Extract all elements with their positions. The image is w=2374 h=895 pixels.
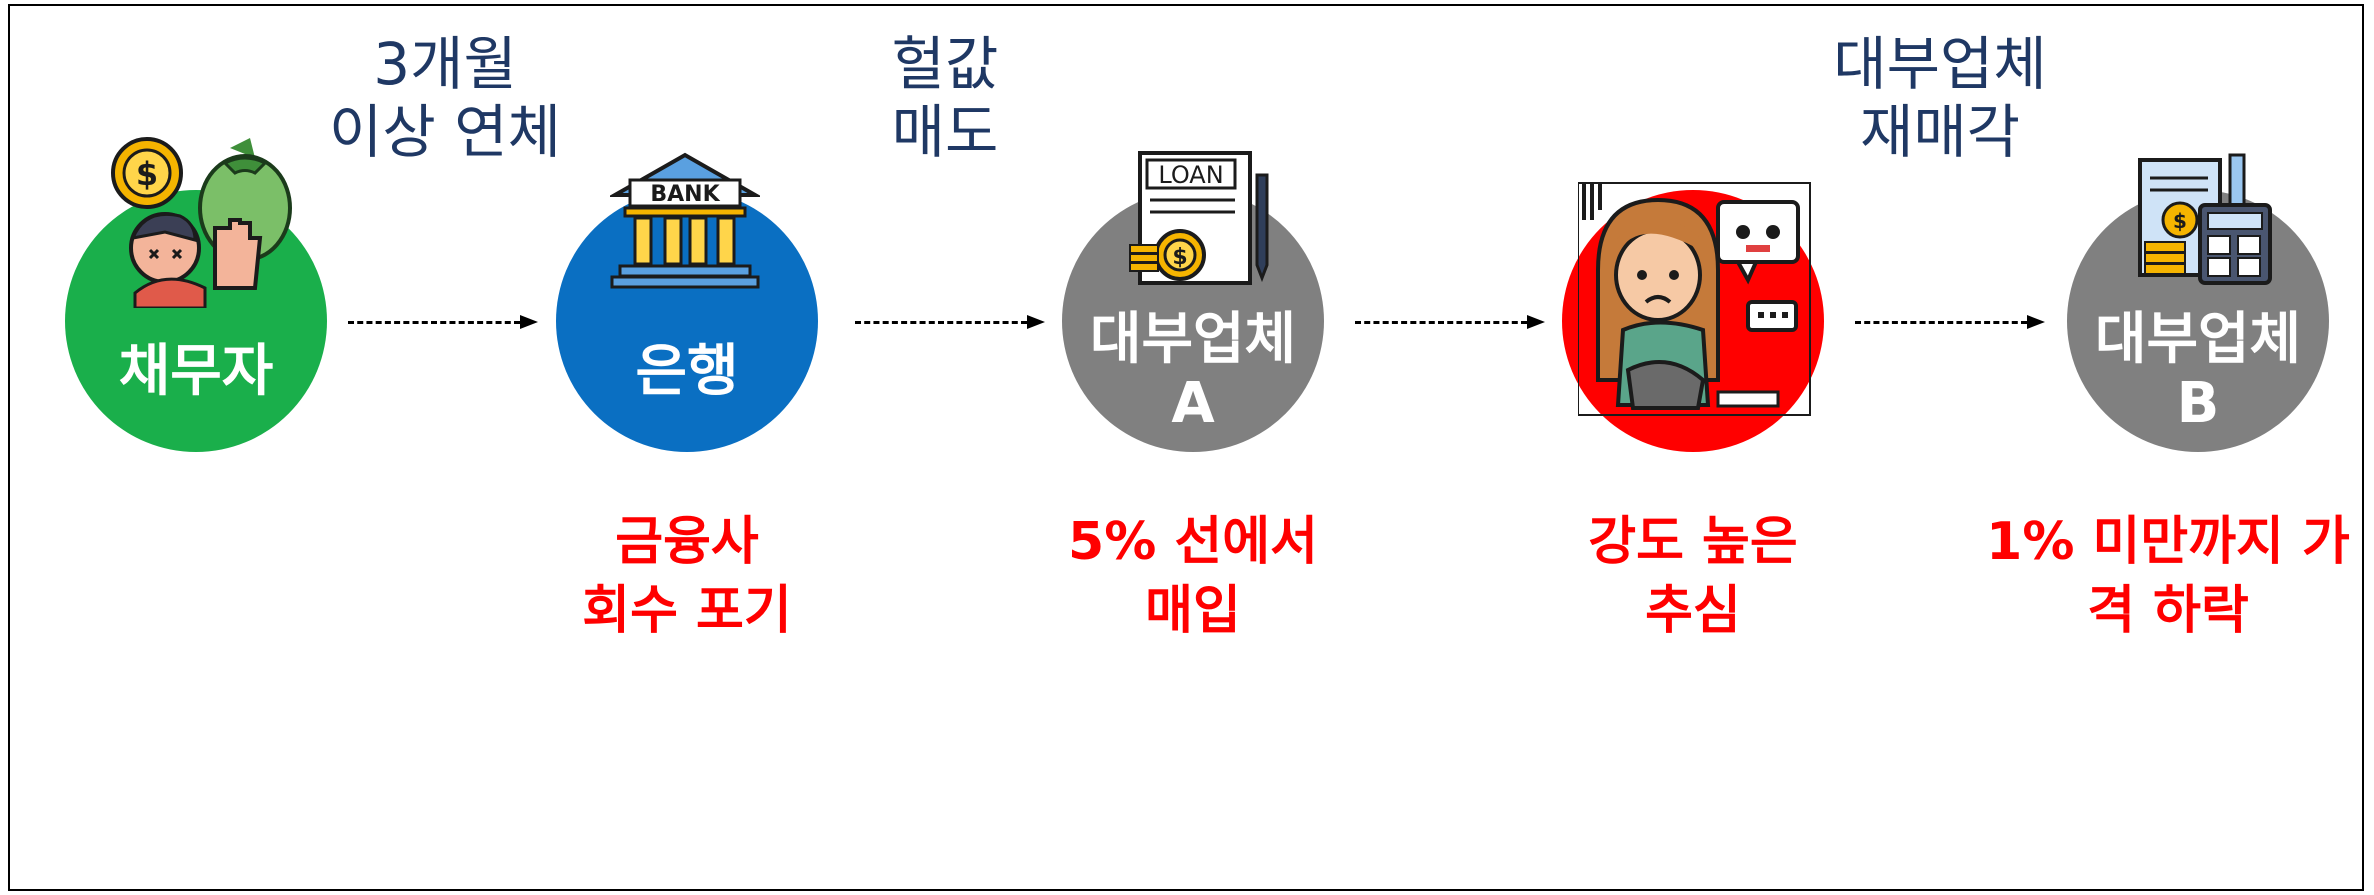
note-lender-b-line1: 1% 미만까지 가: [1986, 512, 2350, 572]
bank-label: 은행: [635, 339, 739, 404]
harassed-woman-icon: [1578, 182, 1811, 416]
debtor-label: 채무자: [118, 339, 274, 404]
svg-text:$: $: [2173, 209, 2187, 233]
flow-arrow-3: [1355, 315, 1545, 329]
loan-document-icon: LOAN $: [1129, 151, 1269, 285]
step-caption-resale-line2: 재매각: [1859, 98, 2021, 167]
step-caption-resale: 대부업체 재매각: [1800, 30, 2080, 167]
flow-arrow-4: [1855, 315, 2045, 329]
flow-arrow-1: [348, 315, 538, 329]
step-caption-overdue: 3개월 이상 연체: [300, 30, 590, 167]
calculator-coins-icon: $: [2138, 153, 2272, 285]
stressed-debtor-icon: $: [111, 137, 292, 308]
step-caption-overdue-line1: 3개월: [373, 30, 517, 98]
note-lender-a: 5% 선에서 매입: [1033, 508, 1353, 645]
note-bank-line2: 회수 포기: [582, 580, 792, 641]
arrow-head-icon: [1527, 315, 1545, 329]
flow-arrow-2: [855, 315, 1045, 329]
note-lender-a-line2: 매입: [1145, 580, 1241, 641]
svg-text:LOAN: LOAN: [1158, 161, 1223, 189]
arrow-head-icon: [520, 315, 538, 329]
bank-node: 은행: [556, 190, 818, 452]
step-caption-resale-line1: 대부업체: [1833, 30, 2047, 98]
note-lender-b-line2: 격 하락: [2087, 580, 2249, 641]
note-lender-a-line1: 5% 선에서: [1068, 512, 1318, 572]
step-caption-cheap-sale-line1: 헐값: [891, 30, 999, 98]
svg-text:$: $: [136, 155, 158, 193]
svg-text:$: $: [1172, 245, 1187, 270]
step-caption-overdue-line2: 이상 연체: [329, 98, 561, 167]
note-collection-line1: 강도 높은: [1588, 512, 1798, 572]
arrow-head-icon: [2027, 315, 2045, 329]
note-bank-line1: 금융사: [615, 512, 759, 572]
lender-b-label-line2: B: [2176, 371, 2220, 437]
note-collection: 강도 높은 추심: [1533, 508, 1853, 645]
arrow-head-icon: [1027, 315, 1045, 329]
note-bank: 금융사 회수 포기: [527, 508, 847, 645]
diagram-frame: [8, 4, 2364, 891]
note-collection-line2: 추심: [1645, 580, 1741, 641]
lender-a-label-line1: 대부업체: [1089, 307, 1297, 372]
svg-text:BANK: BANK: [650, 182, 720, 207]
lender-b-label-line1: 대부업체: [2094, 307, 2302, 372]
note-lender-b: 1% 미만까지 가 격 하락: [1968, 508, 2368, 645]
lender-a-label-line2: A: [1171, 371, 1215, 437]
step-caption-cheap-sale: 헐값 매도: [830, 30, 1060, 167]
step-caption-cheap-sale-line2: 매도: [891, 98, 999, 167]
bank-building-icon: BANK: [610, 152, 760, 289]
